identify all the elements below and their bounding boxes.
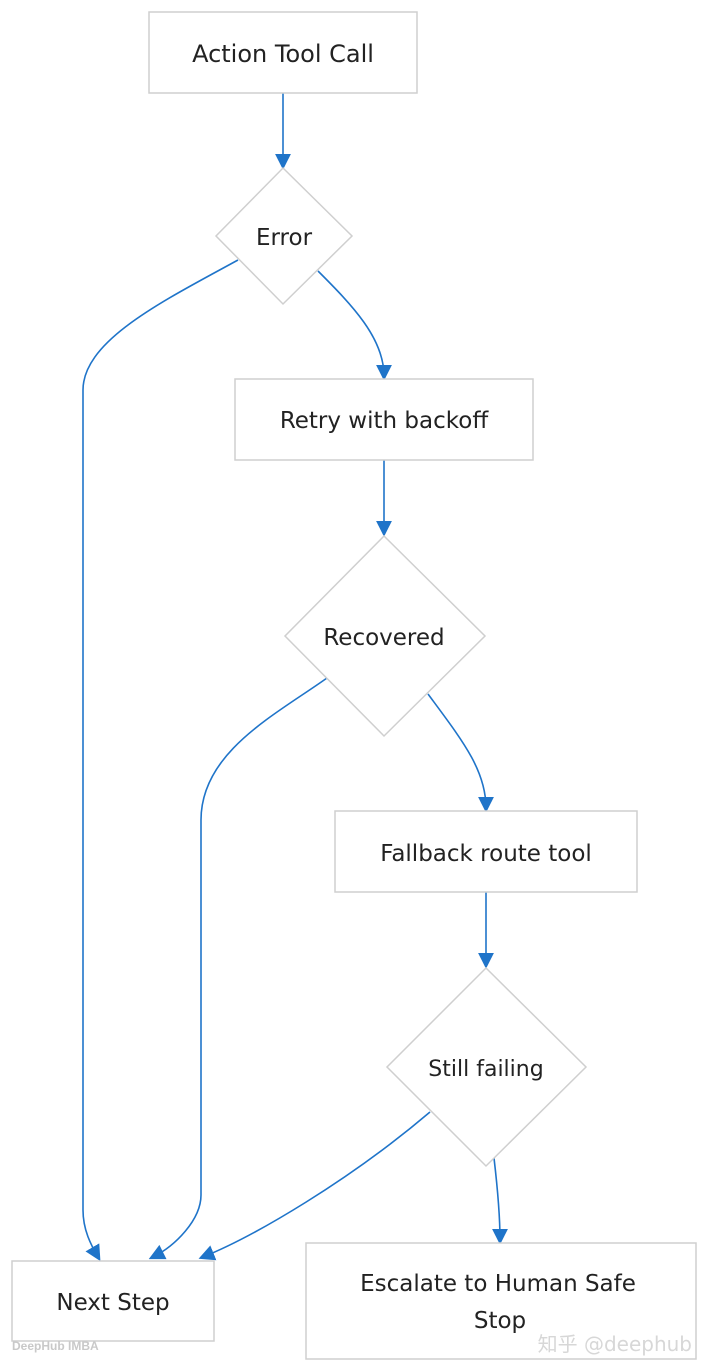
node-box-fallback-route-tool xyxy=(334,810,638,893)
node-error: Error xyxy=(214,166,354,306)
node-still-failing: Still failing xyxy=(385,966,588,1168)
node-label-next-step: Next Step xyxy=(56,1290,169,1316)
node-box-escalate xyxy=(305,1242,697,1360)
node-label-escalate-line1: Escalate to Human Safe xyxy=(360,1271,636,1297)
node-box-action-tool-call xyxy=(148,11,418,94)
decision-still-failing xyxy=(385,966,588,1168)
watermark-right: 知乎 @deephub xyxy=(537,1332,692,1356)
edge-recovered-to-fallback xyxy=(427,693,494,813)
node-label-recovered: Recovered xyxy=(323,625,444,651)
edges xyxy=(82,93,508,1262)
decision-recovered xyxy=(283,534,487,738)
node-retry-with-backoff: Retry with backoff xyxy=(234,378,534,461)
node-label-error: Error xyxy=(256,225,313,251)
node-box-retry-with-backoff xyxy=(234,378,534,461)
edge-error-to-retry xyxy=(317,270,392,381)
edge-still-failing-to-next-step xyxy=(198,1111,431,1261)
node-label-action-tool-call: Action Tool Call xyxy=(192,40,374,68)
node-label-retry-with-backoff: Retry with backoff xyxy=(280,408,490,434)
edge-recovered-to-next-step xyxy=(148,677,328,1260)
node-label-still-failing: Still failing xyxy=(428,1057,543,1082)
edge-error-to-next-step xyxy=(82,259,239,1262)
node-action-tool-call: Action Tool Call xyxy=(148,11,418,94)
node-next-step: Next Step xyxy=(11,1260,215,1342)
decision-error xyxy=(214,166,354,306)
node-fallback-route-tool: Fallback route tool xyxy=(334,810,638,893)
watermark-left: DeepHub IMBA xyxy=(12,1339,99,1353)
node-label-escalate-line2: Stop xyxy=(474,1308,526,1334)
node-label-fallback-route-tool: Fallback route tool xyxy=(380,841,592,867)
node-box-next-step xyxy=(11,1260,215,1342)
node-recovered: Recovered xyxy=(283,534,487,738)
node-escalate-to-human-safe-stop: Escalate to Human Safe Stop xyxy=(305,1242,697,1360)
edge-still-failing-to-escalate xyxy=(491,1157,508,1245)
